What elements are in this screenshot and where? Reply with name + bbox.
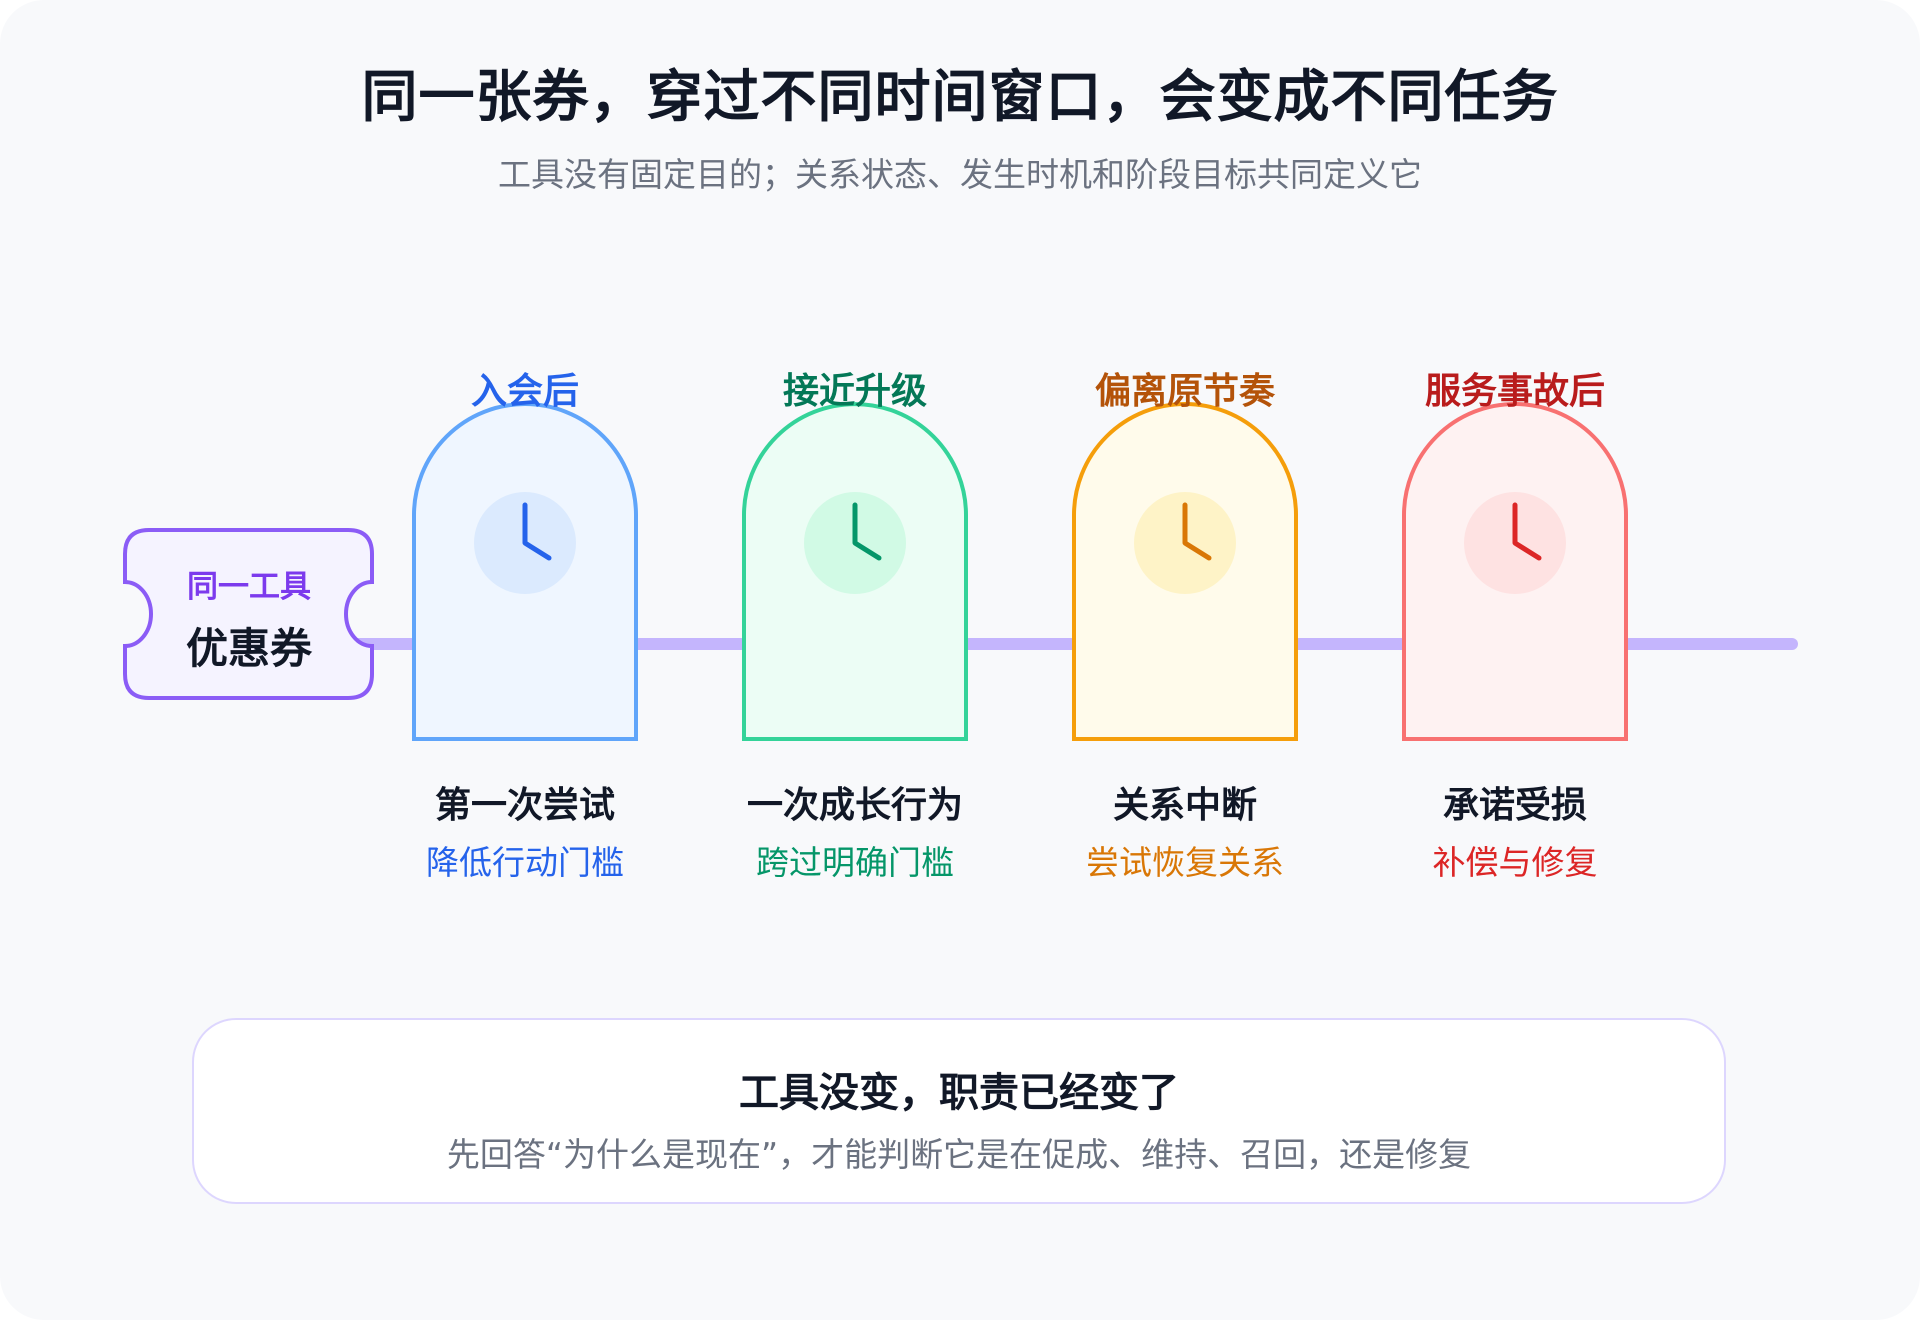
node-label-4: 服务事故后 (1424, 371, 1605, 412)
node-label-1: 入会后 (470, 371, 579, 412)
summary-card: 工具没变，职责已经变了 先回答“为什么是现在”，才能判断它是在促成、维持、召回，… (192, 1018, 1726, 1204)
node-desc-4: 补偿与修复 (1432, 843, 1598, 882)
time-window-node-1 (412, 402, 638, 741)
time-window-node-2 (742, 402, 968, 741)
page-subtitle: 工具没有固定目的；关系状态、发生时机和阶段目标共同定义它 (498, 155, 1422, 194)
node-label-2: 接近升级 (782, 371, 927, 412)
page-title: 同一张券，穿过不同时间窗口，会变成不同任务 (361, 65, 1559, 130)
node-desc-2: 跨过明确门槛 (756, 843, 954, 882)
nodes-layer (412, 402, 1628, 741)
clock-hands-icon (852, 502, 882, 561)
node-title-2: 一次成长行为 (746, 785, 963, 826)
ticket-top-label: 同一工具 (187, 569, 311, 605)
node-title-3: 关系中断 (1112, 785, 1257, 826)
node-desc-3: 尝试恢复关系 (1086, 843, 1284, 882)
clock-hands-icon (1512, 502, 1542, 561)
summary-title: 工具没变，职责已经变了 (739, 1070, 1179, 1116)
node-desc-1: 降低行动门槛 (426, 843, 624, 882)
ticket-outline (123, 528, 374, 700)
clock-hands-icon (522, 502, 552, 561)
ticket-shape (123, 528, 374, 700)
clock-hands-icon (1182, 502, 1212, 561)
time-window-node-4 (1402, 402, 1628, 741)
summary-text: 先回答“为什么是现在”，才能判断它是在促成、维持、召回，还是修复 (446, 1135, 1472, 1174)
node-label-3: 偏离原节奏 (1094, 371, 1275, 412)
node-title-4: 承诺受损 (1442, 785, 1587, 826)
time-window-node-3 (1072, 402, 1298, 741)
node-title-1: 第一次尝试 (434, 785, 615, 826)
ticket-main-label: 优惠券 (185, 624, 312, 673)
